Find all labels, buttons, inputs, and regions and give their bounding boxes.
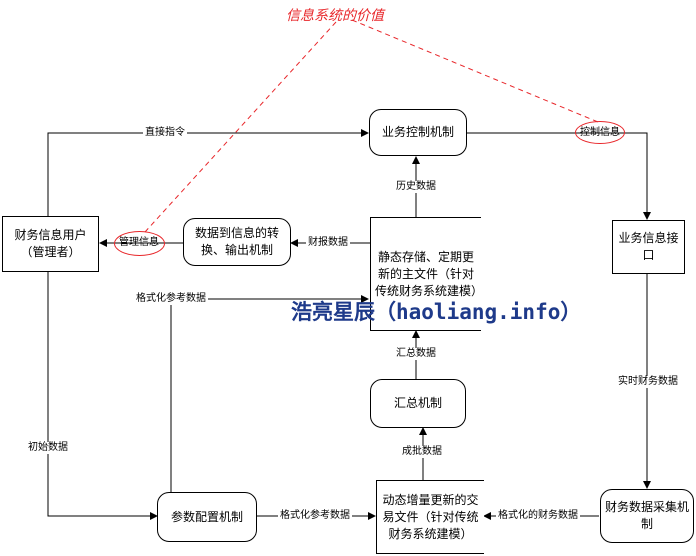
watermark: 浩亮星辰（haoliang.info） [291,300,582,324]
label-format-ref-bottom: 格式化参考数据 [278,510,352,522]
label-control-info: 控制信息 [580,127,620,138]
edge-format-ref-top [170,295,369,492]
node-business-control: 业务控制机制 [369,109,467,156]
dash-title-to-control-info [351,19,599,123]
label-report-data: 财报数据 [306,237,350,249]
label-initial-data: 初始数据 [26,442,70,454]
label-format-ref-top: 格式化参考数据 [134,293,208,305]
node-master-file: 静态存储、定期更新的主文件（针对传统财务系统建模） [370,217,483,331]
ring-manage-info [114,231,165,256]
edge-initial [47,272,158,520]
node-finance-collect: 财务数据采集机制 [600,489,694,543]
node-transaction-file: 动态增量更新的交易文件（针对传统财务系统建模） [376,480,484,554]
node-business-interface: 业务信息接口 [612,220,685,274]
label-batch-data: 成批数据 [400,446,444,458]
ring-control-info [575,121,625,144]
diagram-title: 信息系统的价值 [286,8,384,24]
node-param-config: 参数配置机制 [157,492,257,542]
node-summary: 汇总机制 [370,379,466,428]
node-finance-user: 财务信息用户（管理者） [2,216,99,272]
node-data-to-info: 数据到信息的转换、输出机制 [183,218,291,266]
label-summary-data: 汇总数据 [394,348,438,360]
label-realtime-data: 实时财务数据 [616,376,680,388]
label-formatted-finance: 格式化的财务数据 [496,510,580,522]
label-manage-info: 管理信息 [119,237,159,248]
edge-direct-command [47,129,369,216]
dash-title-to-manage-info [144,21,337,233]
label-direct-command: 直接指令 [143,127,187,139]
label-history-data: 历史数据 [394,181,438,193]
edge-control-to-interface [467,132,651,220]
